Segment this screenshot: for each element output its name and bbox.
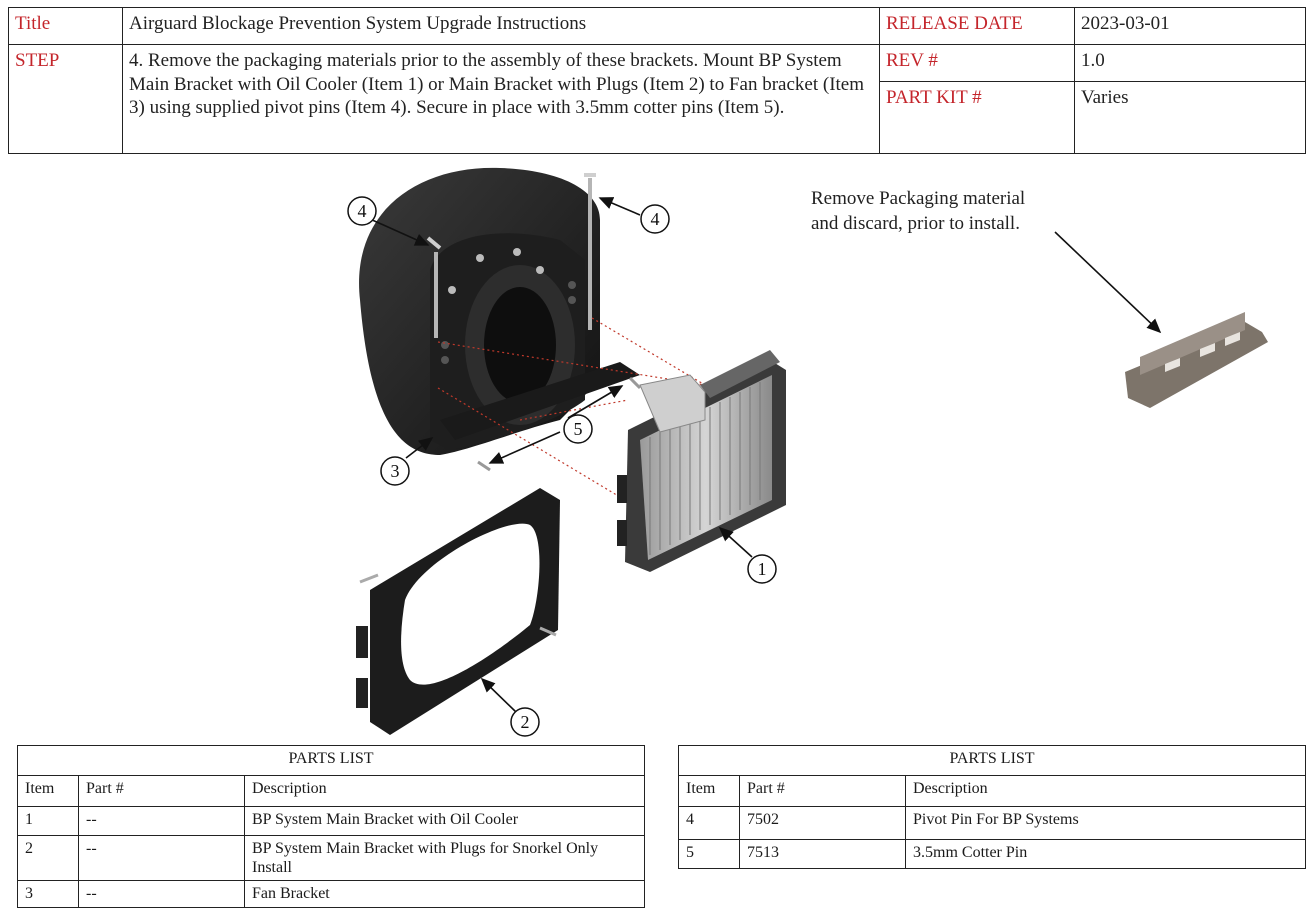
- packaging-note-line-2: and discard, prior to install.: [811, 213, 1020, 234]
- row-part-number: --: [78, 835, 245, 881]
- column-header-description: Description: [904, 775, 1307, 807]
- row-description: BP System Main Bracket with Plugs for Sn…: [243, 835, 646, 881]
- row-item: 1: [17, 806, 79, 836]
- table-row: 2 -- BP System Main Bracket with Plugs f…: [17, 835, 646, 881]
- row-part-number: 7502: [739, 806, 906, 840]
- oil-cooler-bracket-part: [617, 350, 786, 572]
- callout-circle: [563, 414, 593, 444]
- column-header-item: Item: [678, 775, 740, 807]
- header-table: Title Airguard Blockage Prevention Syste…: [8, 7, 1306, 154]
- row-description: Fan Bracket: [243, 880, 646, 908]
- callout-circle: [347, 196, 377, 226]
- part-kit-value: Varies: [1074, 81, 1306, 154]
- callout-4-right: 4: [651, 209, 660, 229]
- row-description: BP System Main Bracket with Oil Cooler: [243, 806, 646, 836]
- part-kit-label: PART KIT #: [879, 81, 1075, 154]
- row-part-number: --: [78, 880, 245, 908]
- release-date-value: 2023-03-01: [1074, 7, 1306, 45]
- packaging-note-line-1: Remove Packaging material: [811, 188, 1026, 209]
- callout-circle: [747, 554, 777, 584]
- row-part-number: 7513: [739, 839, 906, 869]
- row-item: 3: [17, 880, 79, 908]
- step-instructions: 4. Remove the packaging materials prior …: [122, 44, 880, 154]
- callout-circle: [640, 204, 670, 234]
- callout-circle: [380, 456, 410, 486]
- pivot-pins-part: [426, 173, 596, 338]
- callout-4-left: 4: [358, 201, 367, 221]
- main-bracket-plugs-part: [356, 488, 560, 735]
- row-description: Pivot Pin For BP Systems: [904, 806, 1307, 840]
- callout-3: 3: [391, 461, 400, 481]
- assembly-illustration: 4 4 5 3 1 2: [347, 167, 1268, 737]
- row-description: 3.5mm Cotter Pin: [904, 839, 1307, 869]
- parts-list-caption: PARTS LIST: [16, 745, 646, 776]
- callout-circle: [510, 707, 540, 737]
- title-label: Title: [8, 7, 123, 45]
- document-title: Airguard Blockage Prevention System Upgr…: [122, 7, 880, 45]
- callout-5: 5: [574, 419, 583, 439]
- row-part-number: --: [78, 806, 245, 836]
- assembly-figure: 4 4 5 3 1 2: [0, 160, 1312, 745]
- fan-bracket-part: [359, 167, 640, 455]
- column-header-item: Item: [17, 775, 79, 807]
- column-header-description: Description: [243, 775, 646, 807]
- callout-1: 1: [758, 559, 767, 579]
- row-item: 5: [678, 839, 740, 869]
- rev-value: 1.0: [1074, 44, 1306, 82]
- parts-list-caption: PARTS LIST: [677, 745, 1307, 776]
- parts-list-right: PARTS LIST Item Part # Description 4 750…: [677, 745, 1307, 869]
- table-row: 1 -- BP System Main Bracket with Oil Coo…: [17, 806, 646, 836]
- column-header-part-number: Part #: [739, 775, 906, 807]
- table-row: 4 7502 Pivot Pin For BP Systems: [678, 806, 1307, 840]
- row-item: 4: [678, 806, 740, 840]
- table-row: 3 -- Fan Bracket: [17, 880, 646, 908]
- table-row: 5 7513 3.5mm Cotter Pin: [678, 839, 1307, 869]
- row-item: 2: [17, 835, 79, 881]
- column-header-part-number: Part #: [78, 775, 245, 807]
- packaging-material-part: [1125, 312, 1268, 408]
- packaging-note: Remove Packaging material and discard, p…: [811, 186, 1025, 236]
- rev-label: REV #: [879, 44, 1075, 82]
- callout-2: 2: [521, 712, 530, 732]
- parts-list-left: PARTS LIST Item Part # Description 1 -- …: [16, 745, 646, 908]
- step-label: STEP: [8, 44, 123, 154]
- release-date-label: RELEASE DATE: [879, 7, 1075, 45]
